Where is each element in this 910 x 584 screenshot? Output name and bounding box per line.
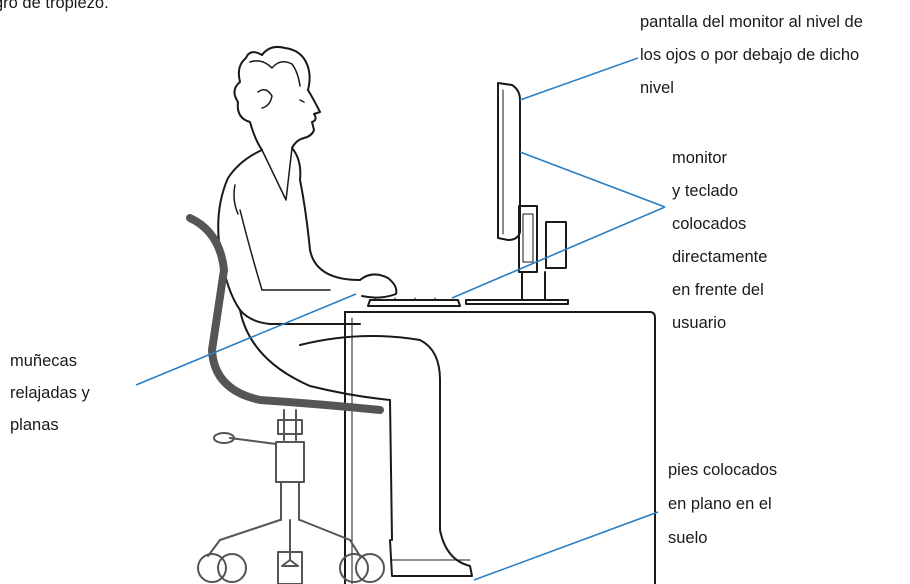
person-legs	[239, 309, 473, 577]
person-head	[233, 45, 321, 151]
screen-label-line: nivel	[640, 79, 674, 97]
monitor-keyboard-label: monitor y teclado colocados directamente…	[672, 142, 767, 340]
monitor-label-line: y teclado	[672, 182, 739, 200]
monitor-callout-line-upper	[519, 151, 666, 208]
keyboard	[367, 297, 461, 307]
chair	[186, 214, 385, 584]
monitor-label-line: colocados	[672, 215, 747, 233]
feet-label-line: en plano en el	[668, 495, 772, 513]
callout-lines	[135, 57, 666, 581]
feet-callout-line	[473, 511, 659, 581]
screen-label-line: pantalla del monitor al nivel de	[640, 13, 863, 31]
feet-label-line: pies colocados	[668, 461, 778, 479]
monitor-label-line: en frente del	[672, 281, 764, 299]
wrists-label-line: planas	[10, 416, 59, 434]
feet-label-line: suelo	[668, 529, 708, 547]
monitor-label-line: directamente	[672, 248, 768, 266]
monitor-callout-line-lower	[451, 206, 666, 299]
wrists-label-line: muñecas	[10, 352, 77, 370]
screen-level-label: pantalla del monitor al nivel de los ojo…	[640, 6, 863, 105]
screen-callout-line	[519, 57, 639, 101]
feet-label: pies colocados en plano en el suelo	[668, 453, 777, 555]
wrists-label: muñecas relajadas y planas	[10, 345, 90, 441]
top-fragment-line: gro de tropiezo.	[0, 0, 109, 12]
monitor	[465, 82, 569, 305]
person-torso	[217, 147, 398, 325]
wrists-label-line: relajadas y	[10, 384, 90, 402]
monitor-label-line: usuario	[672, 314, 727, 332]
wrists-callout-line	[135, 293, 357, 386]
monitor-label-line: monitor	[672, 149, 728, 167]
screen-label-line: los ojos o por debajo de dicho	[640, 46, 860, 64]
top-text-fragment: gro de tropiezo.	[0, 0, 109, 17]
